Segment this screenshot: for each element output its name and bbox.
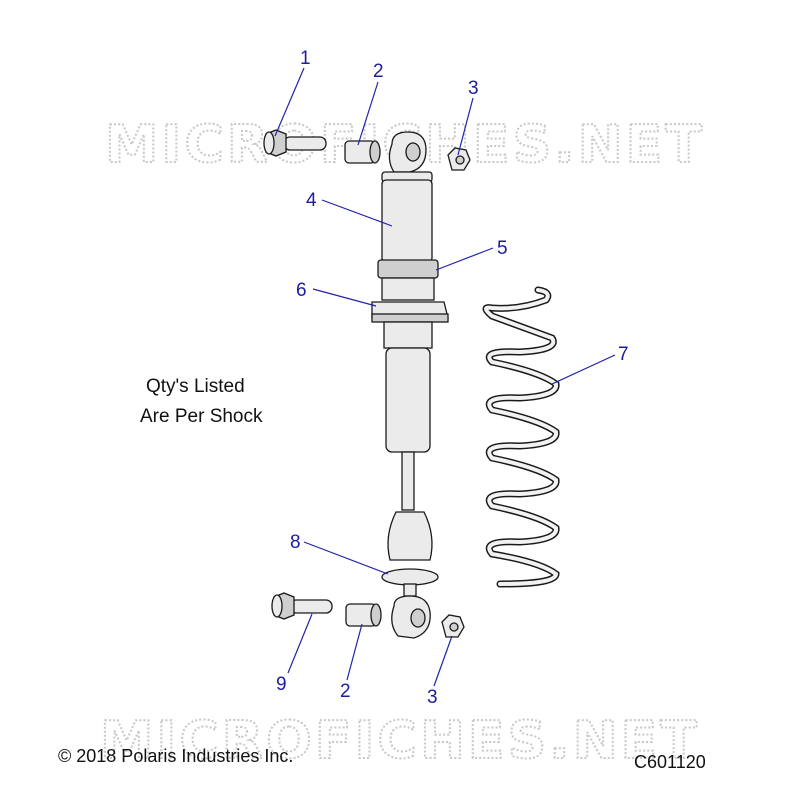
callout-5: 5 <box>497 238 508 259</box>
quantity-note-line-2: Are Per Shock <box>140 406 263 427</box>
leader-lines <box>274 67 616 687</box>
watermark-bottom: MICROFICHES.NET <box>100 711 700 771</box>
callout-3-bottom: 3 <box>427 687 438 708</box>
callout-4: 4 <box>306 190 317 211</box>
figure-id: C601120 <box>634 752 706 772</box>
callout-2-top: 2 <box>373 61 384 82</box>
callout-2-bottom: 2 <box>340 681 351 702</box>
quantity-note-line-1: Qty's Listed <box>146 376 245 397</box>
copyright-text: © 2018 Polaris Industries Inc. <box>58 746 293 766</box>
upper-nut <box>447 147 471 171</box>
callout-8: 8 <box>290 532 301 553</box>
lower-bolt <box>271 592 333 620</box>
lower-bushing <box>345 603 382 627</box>
coil-spring-highlight <box>484 288 559 586</box>
callout-3-top: 3 <box>468 78 479 99</box>
lower-nut <box>441 614 465 638</box>
shock-absorber <box>371 131 449 639</box>
callout-7: 7 <box>618 344 629 365</box>
upper-bushing <box>344 140 381 164</box>
upper-bolt <box>263 129 327 157</box>
callout-9: 9 <box>276 674 287 695</box>
callout-6: 6 <box>296 280 307 301</box>
callout-1: 1 <box>300 48 311 69</box>
